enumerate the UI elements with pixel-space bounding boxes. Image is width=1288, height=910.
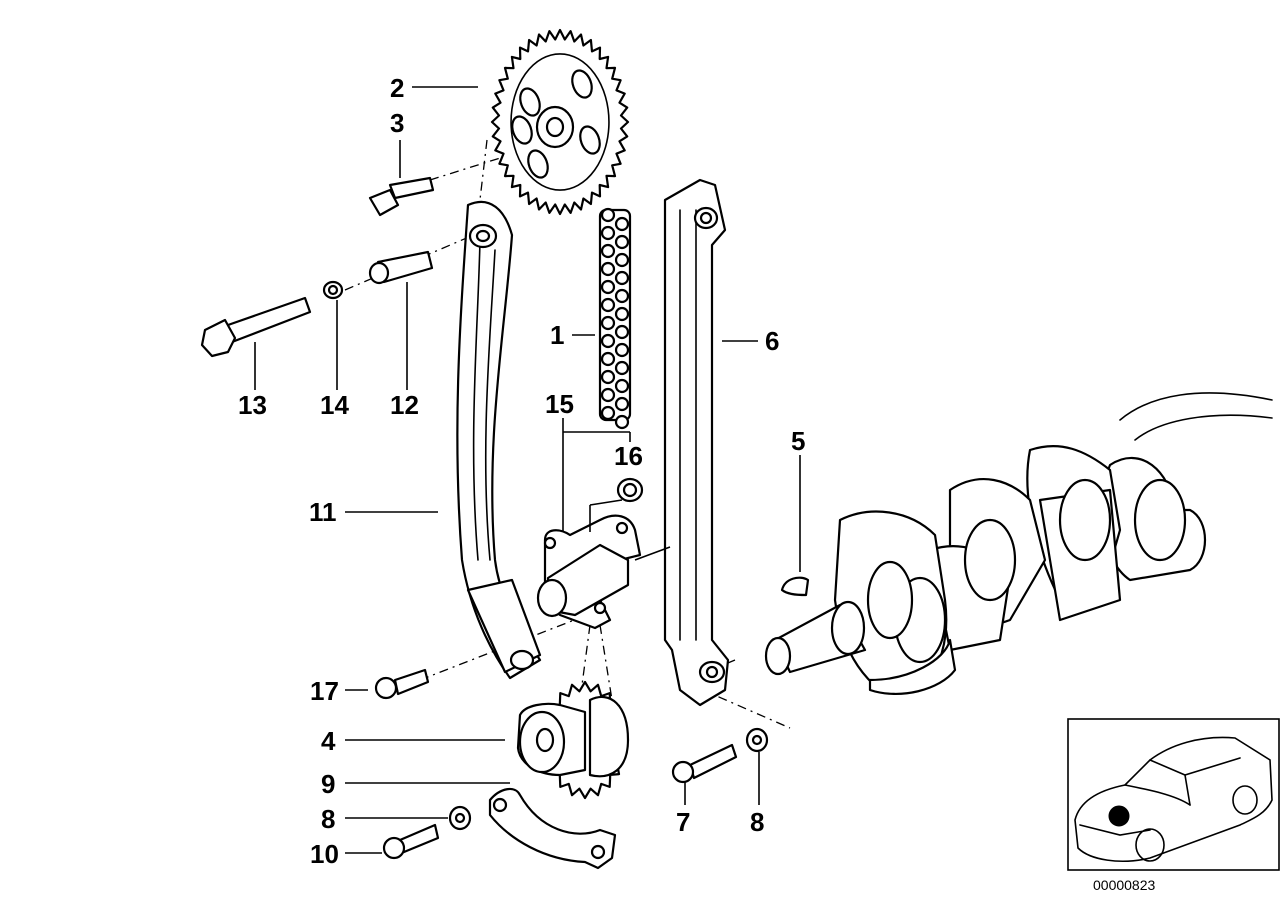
- tensioner-rail: [456, 200, 542, 680]
- label-part-14: 14: [320, 390, 349, 420]
- label-part-13: 13: [238, 390, 267, 420]
- label-part-9: 9: [321, 769, 335, 799]
- pivot-bolt: [200, 296, 312, 358]
- washer-8-right: [745, 727, 769, 753]
- crankshaft-sprocket: [516, 680, 630, 800]
- diagram-code: 00000823: [1093, 877, 1156, 893]
- leader-lines: [254, 86, 801, 854]
- label-part-7: 7: [676, 807, 690, 837]
- part-labels: 2 3 1 6 13 14 12 15 16 5 11 17 4 9 8 10 …: [238, 73, 805, 869]
- label-part-6: 6: [765, 326, 779, 356]
- label-part-16: 16: [614, 441, 643, 471]
- guide-rail-bolt: [671, 743, 738, 784]
- label-part-8-right: 8: [750, 807, 764, 837]
- label-part-3: 3: [390, 108, 404, 138]
- label-part-17: 17: [310, 676, 339, 706]
- label-part-8-left: 8: [321, 804, 335, 834]
- label-part-10: 10: [310, 839, 339, 869]
- label-part-5: 5: [791, 426, 805, 456]
- washer-8-left: [448, 805, 472, 831]
- label-part-1: 1: [550, 320, 564, 350]
- woodruff-key: [780, 576, 810, 597]
- label-part-2: 2: [390, 73, 404, 103]
- crankshaft: [764, 392, 1273, 695]
- sleeve: [368, 250, 434, 285]
- lower-guide: [488, 787, 617, 870]
- label-part-4: 4: [321, 726, 336, 756]
- engine-location-marker: [1108, 805, 1130, 827]
- sprocket-bolt: [368, 176, 435, 217]
- guide-rail: [663, 178, 730, 707]
- sealing-ring: [616, 477, 644, 503]
- timing-chain: [598, 207, 632, 430]
- camshaft-sprocket: [490, 28, 630, 216]
- chain-tensioner: [536, 514, 642, 630]
- rail-bolt: [374, 668, 430, 700]
- label-part-11: 11: [309, 497, 337, 527]
- vehicle-locator-inset: [1067, 718, 1280, 871]
- washer-14: [322, 280, 344, 300]
- label-part-15: 15: [545, 389, 574, 419]
- label-part-12: 12: [390, 390, 419, 420]
- guide-bolt: [382, 823, 440, 860]
